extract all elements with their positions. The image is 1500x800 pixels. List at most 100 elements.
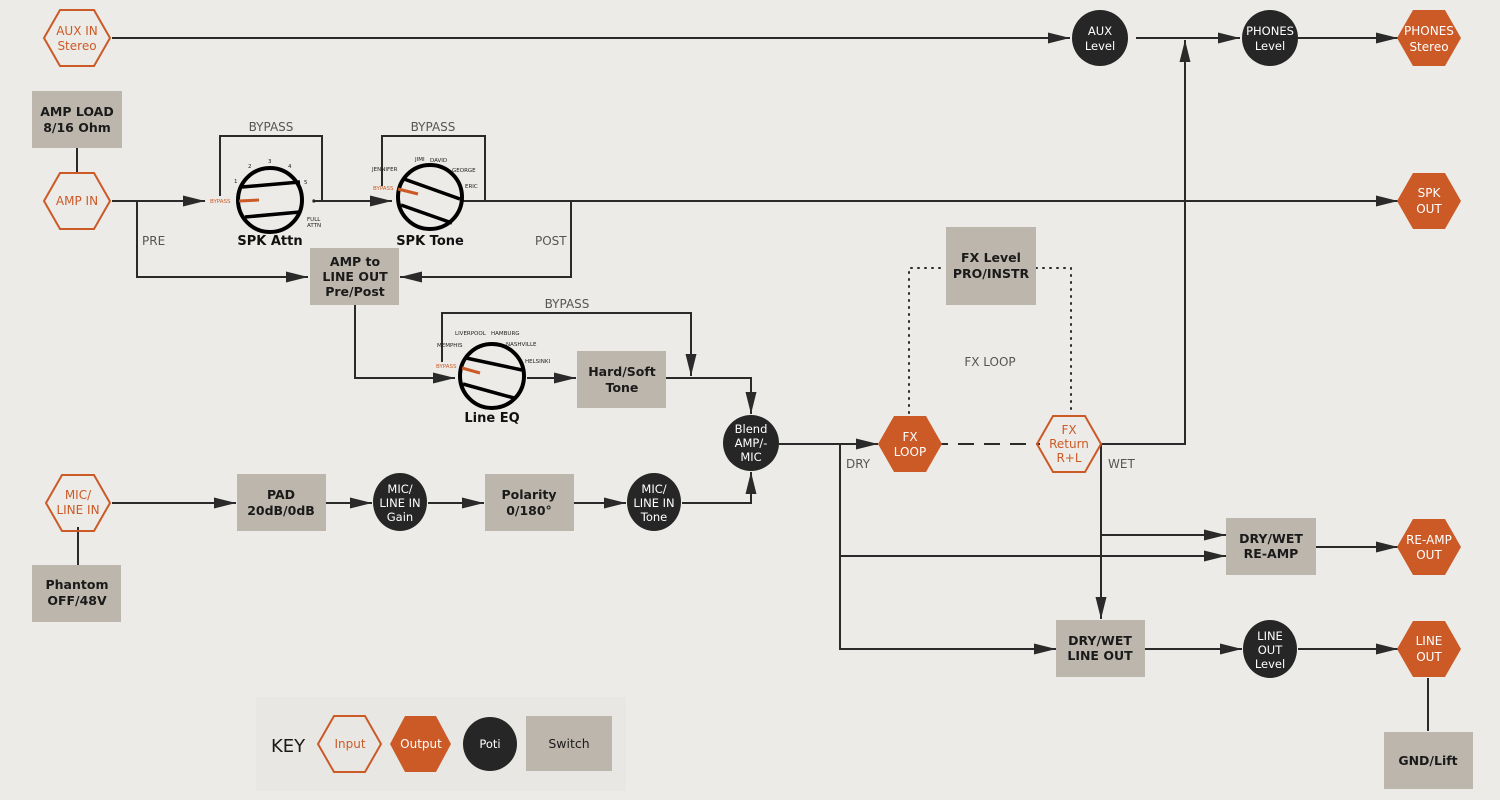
reamp-out-line2: OUT — [1416, 548, 1442, 562]
legend-title: KEY — [271, 736, 306, 757]
mic-gain-poti[interactable]: MIC/ LINE IN Gain — [373, 473, 427, 531]
dry-wet-reamp-switch[interactable]: DRY/WET RE-AMP — [1226, 518, 1316, 575]
wire-hardsoft-to-blend — [666, 377, 757, 414]
aux-in-line1: AUX IN — [56, 24, 98, 38]
wire-post — [400, 201, 572, 283]
wet-label: WET — [1108, 457, 1135, 471]
spk-tone-pos-jimi: JIMI — [414, 157, 425, 163]
phones-level-line1: PHONES — [1246, 24, 1294, 38]
amp-in-label: AMP IN — [56, 194, 98, 208]
wire-fx-level-dotted-right — [1035, 267, 1072, 414]
amp-in-input[interactable]: AMP IN — [42, 172, 112, 230]
pre-label: PRE — [142, 234, 165, 248]
fx-return-line1: FX — [1061, 423, 1076, 437]
mic-gain-line2: LINE IN — [379, 496, 420, 510]
spk-attn-pos-attn: ATTN — [307, 223, 321, 229]
wire-tone-bypass — [381, 135, 486, 201]
polarity-line2: 0/180° — [506, 503, 552, 518]
line-out-line2: OUT — [1416, 650, 1442, 664]
mic-line-in-input[interactable]: MIC/ LINE IN — [44, 474, 112, 532]
mic-tone-line2: LINE IN — [633, 496, 674, 510]
legend-output: Output — [390, 716, 451, 772]
post-label: POST — [535, 234, 567, 248]
line-eq-pos-helsinki: HELSINKI — [525, 359, 551, 365]
dry-wet-line-out-switch[interactable]: DRY/WET LINE OUT — [1056, 620, 1145, 677]
phantom-switch[interactable]: Phantom OFF/48V — [32, 565, 121, 622]
hard-soft-tone-switch[interactable]: Hard/Soft Tone — [577, 351, 666, 408]
line-eq-knob[interactable]: BYPASS MEMPHIS LIVERPOOL HAMBURG NASHVIL… — [436, 331, 551, 426]
amp-to-line-line2: LINE OUT — [322, 269, 388, 284]
spk-out-output[interactable]: SPK OUT — [1397, 173, 1461, 229]
line-out-level-poti[interactable]: LINE OUT Level — [1243, 620, 1297, 678]
spk-tone-knob[interactable]: BYPASS JENNIFER JIMI DAVID GEORGE ERIC S… — [371, 157, 478, 249]
polarity-line1: Polarity — [501, 487, 556, 502]
wire-line-eq-bypass — [441, 312, 697, 376]
spk-attn-pos-6: 6 — [312, 199, 316, 205]
line-eq-bypass-label: BYPASS — [545, 297, 590, 311]
amp-to-line-out-switch[interactable]: AMP to LINE OUT Pre/Post — [310, 248, 399, 305]
mic-line-in-line2: LINE IN — [56, 503, 99, 517]
mic-gain-line1: MIC/ — [387, 482, 412, 496]
spk-attn-pos-3: 3 — [268, 159, 272, 165]
legend-output-label: Output — [400, 737, 442, 751]
line-out-output[interactable]: LINE OUT — [1397, 621, 1461, 677]
fx-level-line1: FX Level — [961, 250, 1021, 265]
line-out-level-line1: LINE — [1257, 629, 1283, 643]
fx-return-input[interactable]: FX Return R+L — [1035, 415, 1103, 473]
line-eq-bypass-position: BYPASS — [436, 364, 457, 370]
fx-loop-out-line1: FX — [902, 430, 917, 444]
wire-attn-bypass — [219, 135, 323, 201]
fx-level-switch[interactable]: FX Level PRO/INSTR — [946, 227, 1036, 305]
legend: KEY Input Output Poti Switch — [256, 697, 626, 791]
aux-level-line1: AUX — [1088, 24, 1112, 38]
pad-line2: 20dB/0dB — [247, 503, 315, 518]
phones-out-line1: PHONES — [1404, 24, 1454, 38]
aux-in-input[interactable]: AUX IN Stereo — [42, 9, 112, 67]
legend-switch-label: Switch — [548, 736, 589, 751]
line-out-level-line2: OUT — [1258, 643, 1283, 657]
wire-mictone-to-blend — [682, 472, 757, 504]
spk-tone-label: SPK Tone — [396, 234, 464, 249]
amp-load-line1: AMP LOAD — [40, 104, 114, 119]
spk-attn-pos-5: 5 — [304, 180, 308, 186]
polarity-switch[interactable]: Polarity 0/180° — [485, 474, 574, 531]
spk-tone-pos-david: DAVID — [430, 158, 447, 164]
mic-tone-line1: MIC/ — [641, 482, 666, 496]
pad-switch[interactable]: PAD 20dB/0dB — [237, 474, 326, 531]
reamp-out-output[interactable]: RE-AMP OUT — [1397, 519, 1461, 575]
wire-pre — [136, 201, 308, 283]
legend-switch: Switch — [526, 716, 612, 771]
spk-tone-pos-george: GEORGE — [452, 168, 476, 174]
phones-level-poti[interactable]: PHONES Level — [1242, 10, 1298, 66]
spk-attn-pos-1: 1 — [234, 179, 238, 185]
spk-attn-pos-full: FULL — [307, 217, 321, 223]
line-eq-pos-nashville: NASHVILLE — [506, 342, 537, 348]
dry-wet-line-line1: DRY/WET — [1068, 633, 1132, 648]
hard-soft-line1: Hard/Soft — [588, 364, 656, 379]
phones-output[interactable]: PHONES Stereo — [1397, 10, 1461, 66]
blend-line2: AMP/- — [735, 436, 768, 450]
fx-loop-out-line2: LOOP — [894, 445, 926, 459]
fx-level-line2: PRO/INSTR — [953, 266, 1030, 281]
legend-poti-label: Poti — [479, 737, 500, 751]
gnd-lift-switch[interactable]: GND/Lift — [1384, 732, 1473, 789]
amp-load-switch[interactable]: AMP LOAD 8/16 Ohm — [32, 91, 122, 148]
spk-attn-pos-4: 4 — [288, 164, 292, 170]
amp-to-line-line3: Pre/Post — [325, 284, 385, 299]
legend-poti: Poti — [463, 717, 517, 771]
aux-in-line2: Stereo — [57, 39, 96, 53]
spk-tone-pos-eric: ERIC — [465, 184, 478, 190]
spk-attn-pos-2: 2 — [248, 164, 252, 170]
spk-attn-knob[interactable]: BYPASS 1 2 3 4 5 6 FULL ATTN SPK Attn — [210, 159, 321, 249]
fx-return-line2: Return — [1049, 437, 1089, 451]
fx-loop-output[interactable]: FX LOOP — [878, 416, 942, 472]
blend-poti[interactable]: Blend AMP/- MIC — [723, 415, 779, 471]
spk-tone-pos-jennifer: JENNIFER — [371, 167, 398, 173]
aux-level-poti[interactable]: AUX Level — [1072, 10, 1128, 66]
phones-level-line2: Level — [1255, 39, 1285, 53]
line-eq-pos-hamburg: HAMBURG — [491, 331, 520, 337]
line-eq-label: Line EQ — [464, 411, 519, 426]
mic-tone-poti[interactable]: MIC/ LINE IN Tone — [627, 473, 681, 531]
mic-line-in-line1: MIC/ — [65, 488, 92, 502]
